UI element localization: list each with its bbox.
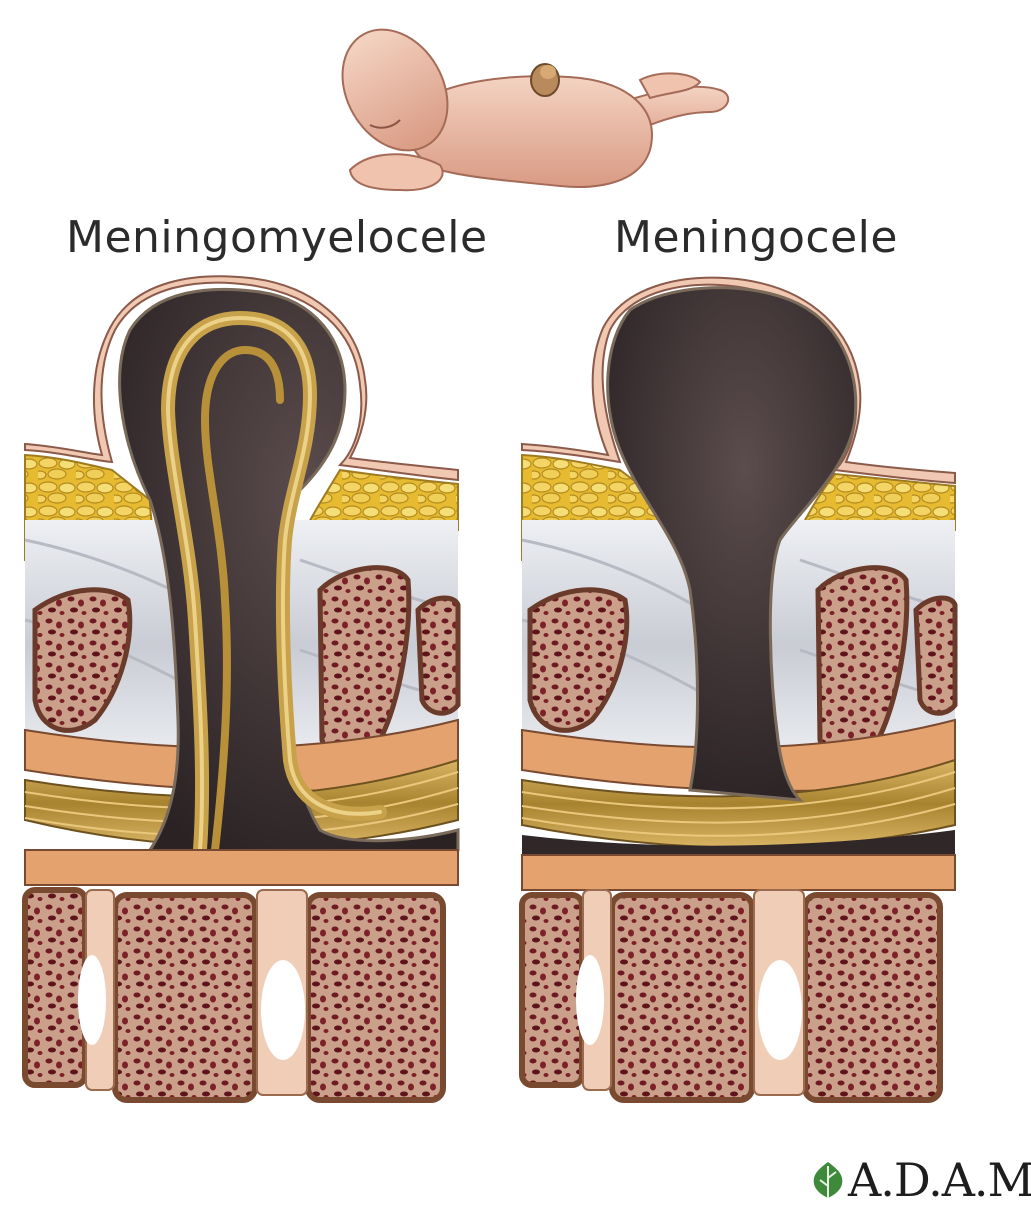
leaf-icon bbox=[813, 1162, 843, 1198]
meningocele-label: Meningocele bbox=[614, 212, 898, 263]
meningocele-panel bbox=[519, 276, 958, 1103]
meningomyelocele-label: Meningomyelocele bbox=[66, 212, 488, 263]
logo-text: A.D.A.M. bbox=[848, 1153, 1031, 1207]
infant-illustration bbox=[341, 28, 730, 192]
meningomyelocele-panel bbox=[22, 275, 461, 1103]
adam-logo: A.D.A.M. bbox=[808, 1150, 1031, 1210]
